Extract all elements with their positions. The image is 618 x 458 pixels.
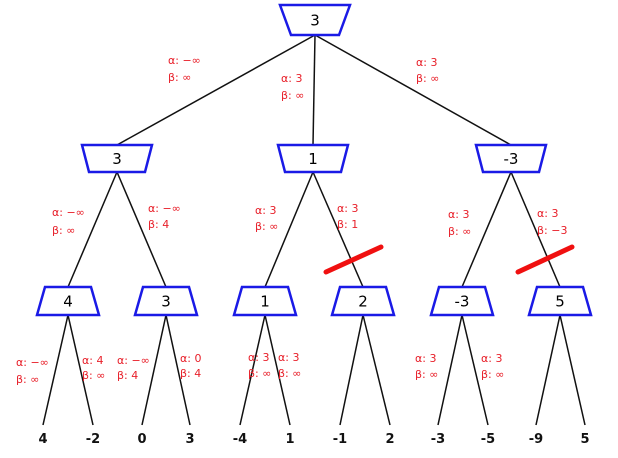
- level1-node-2-shape: [276, 143, 350, 174]
- root-node-shape: [278, 3, 352, 37]
- level2-node-4-value: 2: [358, 293, 368, 311]
- leaf-edge-label-alpha-2: α: 4: [82, 354, 103, 367]
- edge-level2-to-leaf-5: [239, 314, 266, 426]
- edge-root-to-level1-3: [314, 34, 512, 146]
- level2-node-1-shape: [35, 285, 101, 317]
- level1-node-3-shape: [474, 143, 548, 174]
- edge-level2-to-leaf-10: [461, 314, 489, 426]
- leaf-edge-label-beta-3: β: 4: [117, 369, 138, 382]
- leaf-value-1: 4: [38, 432, 47, 447]
- leaf-edge-label-beta-5: β: ∞: [248, 367, 271, 380]
- level1-edge-label-beta-5: β: ∞: [448, 225, 471, 238]
- leaf-value-2: -2: [86, 432, 100, 447]
- level1-node-2-value: 1: [308, 150, 318, 168]
- leaf-edge-label-alpha-7: α: 3: [415, 352, 436, 365]
- level1-node-3-value: -3: [504, 150, 519, 168]
- leaf-edge-label-beta-1: β: ∞: [16, 373, 39, 386]
- leaf-edge-label-alpha-1: α: −∞: [16, 356, 49, 369]
- edge-level2-to-leaf-8: [362, 314, 391, 426]
- leaf-edge-label-alpha-8: α: 3: [481, 352, 502, 365]
- edge-level1-to-level2-6: [510, 171, 561, 288]
- leaf-value-12: 5: [580, 432, 589, 447]
- edge-level1-to-level2-5: [461, 171, 512, 288]
- level1-edge-label-alpha-3: α: 3: [255, 204, 276, 217]
- level2-node-4-shape: [330, 285, 396, 317]
- level2-node-6-shape: [527, 285, 593, 317]
- leaf-edge-label-beta-2: β: ∞: [82, 369, 105, 382]
- edge-root-to-level1-1: [116, 34, 316, 146]
- leaf-edge-label-beta-4: β: 4: [180, 367, 201, 380]
- edge-level1-to-level2-4: [312, 171, 364, 288]
- leaf-edge-label-beta-6: β: ∞: [278, 367, 301, 380]
- level1-edge-label-alpha-2: α: −∞: [148, 202, 181, 215]
- root-edge-label-alpha-1: α: −∞: [168, 54, 201, 67]
- edge-level2-to-leaf-6: [264, 314, 291, 426]
- edge-root-to-level1-2: [312, 34, 316, 146]
- edge-level2-to-leaf-3: [141, 314, 167, 426]
- edge-level1-to-level2-1: [67, 171, 118, 288]
- edge-level2-to-leaf-9: [437, 314, 463, 426]
- level1-edge-label-alpha-5: α: 3: [448, 208, 469, 221]
- leaf-value-8: 2: [385, 432, 394, 447]
- edge-level2-to-leaf-4: [165, 314, 191, 426]
- level1-edge-label-beta-6: β: −3: [537, 224, 567, 237]
- prune-mark-1: [323, 244, 384, 275]
- edge-level1-to-level2-2: [116, 171, 167, 288]
- level2-node-3-shape: [232, 285, 298, 317]
- edge-level2-to-leaf-11: [535, 314, 561, 426]
- leaf-value-9: -3: [431, 432, 445, 447]
- leaf-edge-label-alpha-6: α: 3: [278, 351, 299, 364]
- root-edge-label-beta-3: β: ∞: [416, 72, 439, 85]
- leaf-edge-label-alpha-3: α: −∞: [117, 354, 150, 367]
- leaf-value-4: 3: [185, 432, 194, 447]
- level2-node-3-value: 1: [260, 293, 270, 311]
- leaf-value-10: -5: [481, 432, 495, 447]
- level1-edge-label-beta-2: β: 4: [148, 218, 169, 231]
- root-edge-label-beta-1: β: ∞: [168, 71, 191, 84]
- leaf-value-11: -9: [529, 432, 543, 447]
- root-edge-label-beta-2: β: ∞: [281, 89, 304, 102]
- level2-node-1-value: 4: [63, 293, 73, 311]
- level1-edge-label-alpha-1: α: −∞: [52, 206, 85, 219]
- level2-node-5-value: -3: [455, 293, 470, 311]
- prune-mark-2: [515, 244, 575, 275]
- leaf-value-7: -1: [333, 432, 347, 447]
- root-edge-label-alpha-2: α: 3: [281, 72, 302, 85]
- level1-node-1-shape: [80, 143, 154, 174]
- leaf-edge-label-beta-8: β: ∞: [481, 368, 504, 381]
- edge-level2-to-leaf-2: [67, 314, 94, 426]
- edge-level2-to-leaf-7: [339, 314, 364, 426]
- level2-node-5-shape: [429, 285, 495, 317]
- root-edge-label-alpha-3: α: 3: [416, 56, 437, 69]
- edge-level1-to-level2-3: [264, 171, 314, 288]
- level2-node-2-value: 3: [161, 293, 171, 311]
- level1-edge-label-beta-1: β: ∞: [52, 224, 75, 237]
- leaf-edge-label-alpha-4: α: 0: [180, 352, 201, 365]
- level1-node-1-value: 3: [112, 150, 122, 168]
- leaf-edge-label-beta-7: β: ∞: [415, 368, 438, 381]
- leaf-edge-label-alpha-5: α: 3: [248, 351, 269, 364]
- level2-node-6-value: 5: [555, 293, 565, 311]
- edge-level2-to-leaf-1: [42, 314, 69, 426]
- level1-edge-label-alpha-6: α: 3: [537, 207, 558, 220]
- leaf-value-6: 1: [285, 432, 294, 447]
- root-node-value: 3: [310, 12, 320, 30]
- level2-node-2-shape: [133, 285, 199, 317]
- level1-edge-label-beta-3: β: ∞: [255, 220, 278, 233]
- leaf-value-3: 0: [137, 432, 146, 447]
- leaf-value-5: -4: [233, 432, 247, 447]
- level1-edge-label-alpha-4: α: 3: [337, 202, 358, 215]
- edge-level2-to-leaf-12: [559, 314, 586, 426]
- level1-edge-label-beta-4: β: 1: [337, 218, 358, 231]
